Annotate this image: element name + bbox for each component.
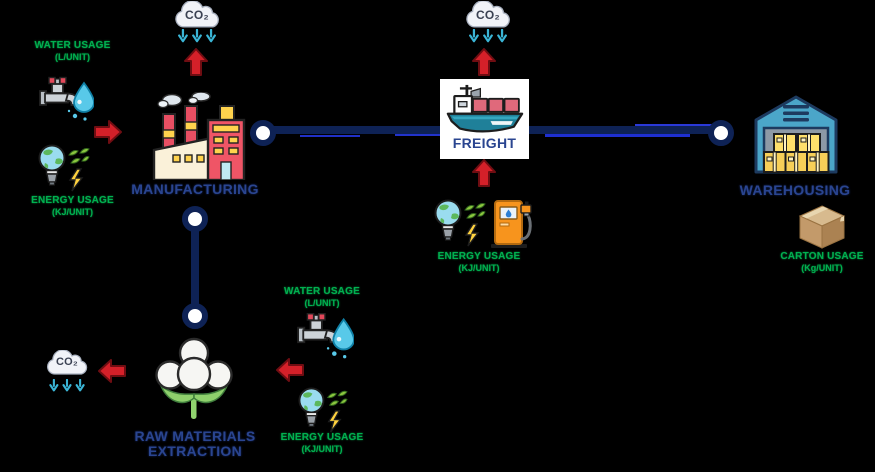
cargo-ship-icon [446, 83, 523, 133]
connector-node [182, 303, 208, 329]
emission-arrow-icon [98, 357, 126, 385]
carton-usage-title: CARTON USAGE [780, 251, 864, 262]
emission-arrow-icon [472, 159, 496, 187]
energy-bulb-icon [296, 386, 348, 434]
co2-cloud-icon: CO₂ [172, 1, 222, 31]
carton-box-icon [797, 204, 847, 250]
warehouse-icon [752, 92, 840, 176]
energy-bulb-icon [36, 143, 90, 193]
energy-usage-label-manufacturing: ENERGY USAGE (KJ/UNIT) [20, 195, 125, 218]
water-usage-label-raw: WATER USAGE (L/UNIT) [282, 286, 362, 309]
co2-label: CO₂ [476, 8, 500, 22]
connector-node [182, 206, 208, 232]
connector-node [250, 120, 276, 146]
raw-materials-line2: EXTRACTION [148, 443, 242, 460]
energy-usage-title: ENERGY USAGE [437, 251, 521, 262]
energy-usage-label-freight: ENERGY USAGE (KJ/UNIT) [424, 251, 534, 274]
raw-materials-line1: RAW MATERIALS [134, 428, 256, 444]
emission-arrow-icon [472, 48, 496, 76]
energy-usage-unit: (KJ/UNIT) [301, 444, 343, 454]
co2-down-arrows-icon [466, 29, 510, 44]
energy-usage-label-raw: ENERGY USAGE (KJ/UNIT) [278, 432, 366, 455]
co2-label: CO₂ [185, 8, 209, 22]
co2-down-arrows-icon [47, 379, 87, 393]
energy-usage-unit: (KJ/UNIT) [52, 207, 93, 217]
water-tap-icon [38, 76, 94, 122]
emission-arrow-icon [184, 48, 208, 76]
connector-manufacturing-rawmaterials [191, 218, 199, 317]
factory-icon [148, 92, 248, 180]
connector-accent-streak [635, 124, 715, 126]
connector-accent-streak [545, 134, 690, 137]
energy-bulb-icon [432, 198, 486, 248]
water-tap-icon [296, 312, 354, 360]
carton-usage-label-warehousing: CARTON USAGE (Kg/UNIT) [772, 251, 872, 274]
co2-cloud-icon: CO₂ [463, 1, 513, 31]
cotton-plant-icon [153, 336, 235, 420]
co2-label: CO₂ [56, 356, 78, 368]
fuel-pump-icon [490, 198, 536, 248]
energy-usage-unit: (KJ/UNIT) [458, 263, 500, 273]
water-usage-title: WATER USAGE [34, 40, 111, 51]
input-arrow-icon [94, 118, 122, 146]
carton-usage-unit: (Kg/UNIT) [801, 263, 843, 273]
water-usage-unit: (L/UNIT) [304, 298, 340, 308]
freight-label: FREIGHT [452, 135, 517, 151]
energy-usage-title: ENERGY USAGE [280, 432, 364, 443]
raw-materials-extraction-label: RAW MATERIALS EXTRACTION [125, 428, 265, 460]
connector-node [708, 120, 734, 146]
co2-down-arrows-icon [175, 29, 219, 44]
manufacturing-label: MANUFACTURING [131, 181, 259, 197]
water-usage-label-manufacturing: WATER USAGE (L/UNIT) [20, 40, 125, 63]
warehousing-label: WAREHOUSING [739, 182, 851, 198]
water-usage-unit: (L/UNIT) [55, 52, 90, 62]
co2-cloud-icon: CO₂ [44, 350, 90, 378]
water-usage-title: WATER USAGE [284, 286, 360, 297]
freight-stage-card: FREIGHT [440, 79, 529, 159]
input-arrow-icon [276, 356, 304, 384]
connector-accent-streak [300, 135, 360, 137]
energy-usage-title: ENERGY USAGE [31, 195, 114, 206]
